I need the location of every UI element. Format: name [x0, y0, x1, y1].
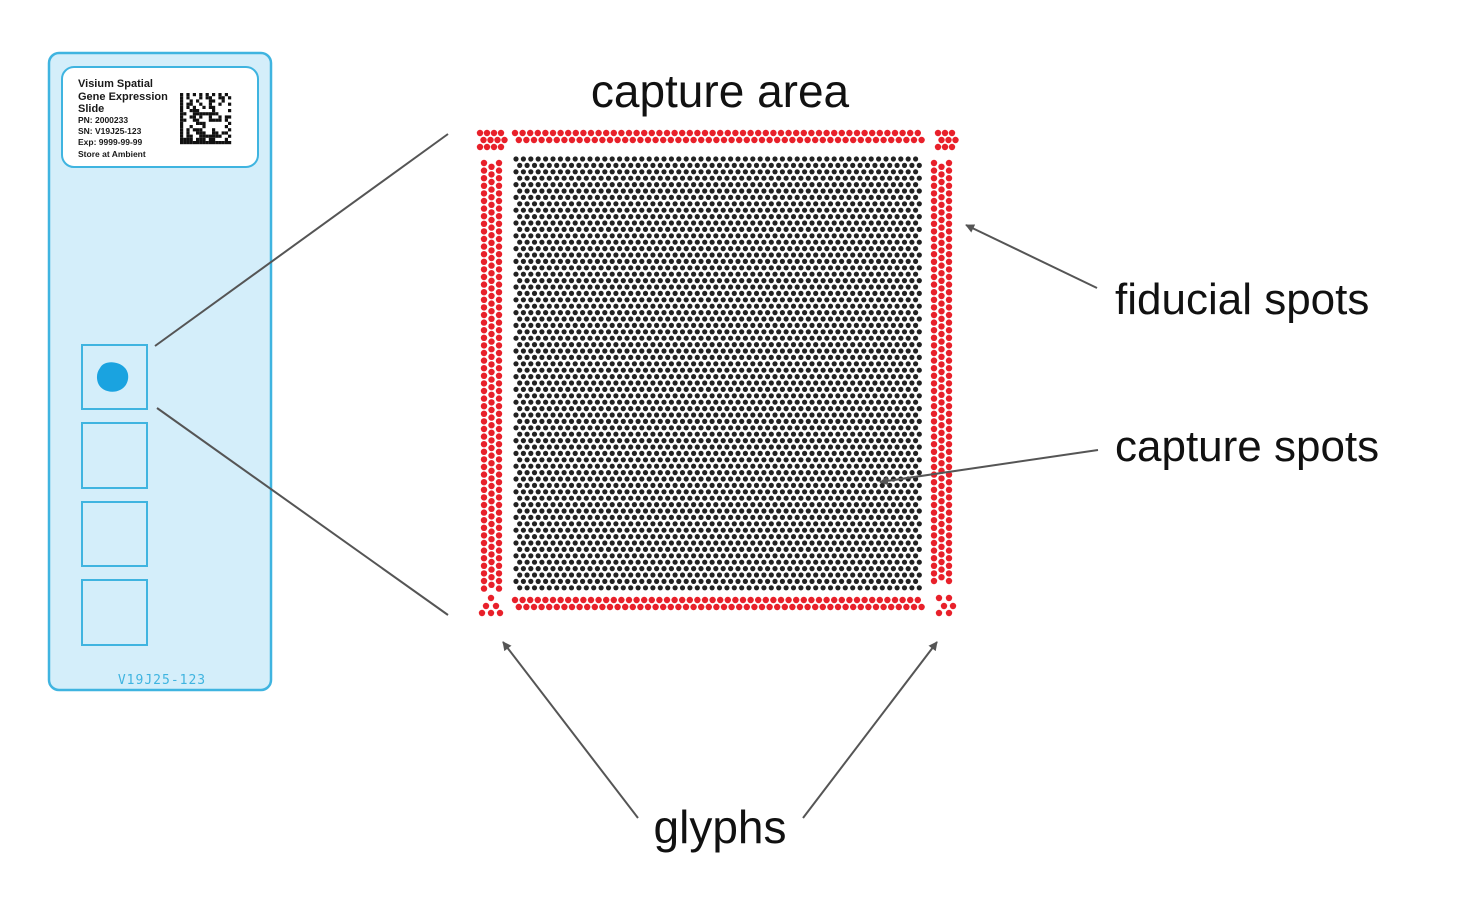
arrow-glyph-right: [802, 641, 938, 819]
2d-barcode-icon: [180, 93, 232, 145]
visium-slide: Visium Spatial Gene Expression Slide PN:…: [47, 51, 273, 692]
slide-label-line: Visium Spatial: [78, 78, 153, 90]
tissue-blob-icon: [96, 362, 129, 392]
label-glyphs: glyphs: [654, 801, 787, 853]
capture-area-enlarged: [476, 129, 959, 617]
slide-capture-area-3: [81, 501, 148, 567]
slide-label-line: Slide: [78, 103, 104, 115]
label-capture-area: capture area: [591, 65, 850, 117]
capture-spots: [513, 156, 922, 591]
slide-label-line: Gene Expression: [78, 91, 168, 103]
arrow-capture-spots: [879, 449, 1099, 486]
arrow-fiducial-spots: [965, 224, 1098, 289]
zoom-line-bottom: [156, 407, 449, 616]
label-fiducial-spots: fiducial spots: [1115, 275, 1369, 324]
slide-capture-area-1: [81, 344, 148, 410]
slide-label-text: Visium Spatial Gene Expression Slide PN:…: [78, 78, 168, 159]
slide-capture-area-4: [81, 579, 148, 646]
slide-label-line: Store at Ambient: [78, 149, 146, 159]
slide-label-line: SN: V19J25-123: [78, 126, 142, 136]
label-capture-spots: capture spots: [1115, 422, 1379, 471]
zoom-line-top: [154, 133, 449, 347]
slide-capture-area-2: [81, 422, 148, 489]
slide-serial-footer: V19J25-123: [118, 673, 206, 688]
slide-label-line: Exp: 9999-99-99: [78, 137, 143, 147]
arrow-glyph-left: [502, 641, 639, 819]
fiducial-spots: [476, 129, 959, 617]
slide-label-line: PN: 2000233: [78, 115, 128, 125]
slide-body: [47, 51, 273, 692]
